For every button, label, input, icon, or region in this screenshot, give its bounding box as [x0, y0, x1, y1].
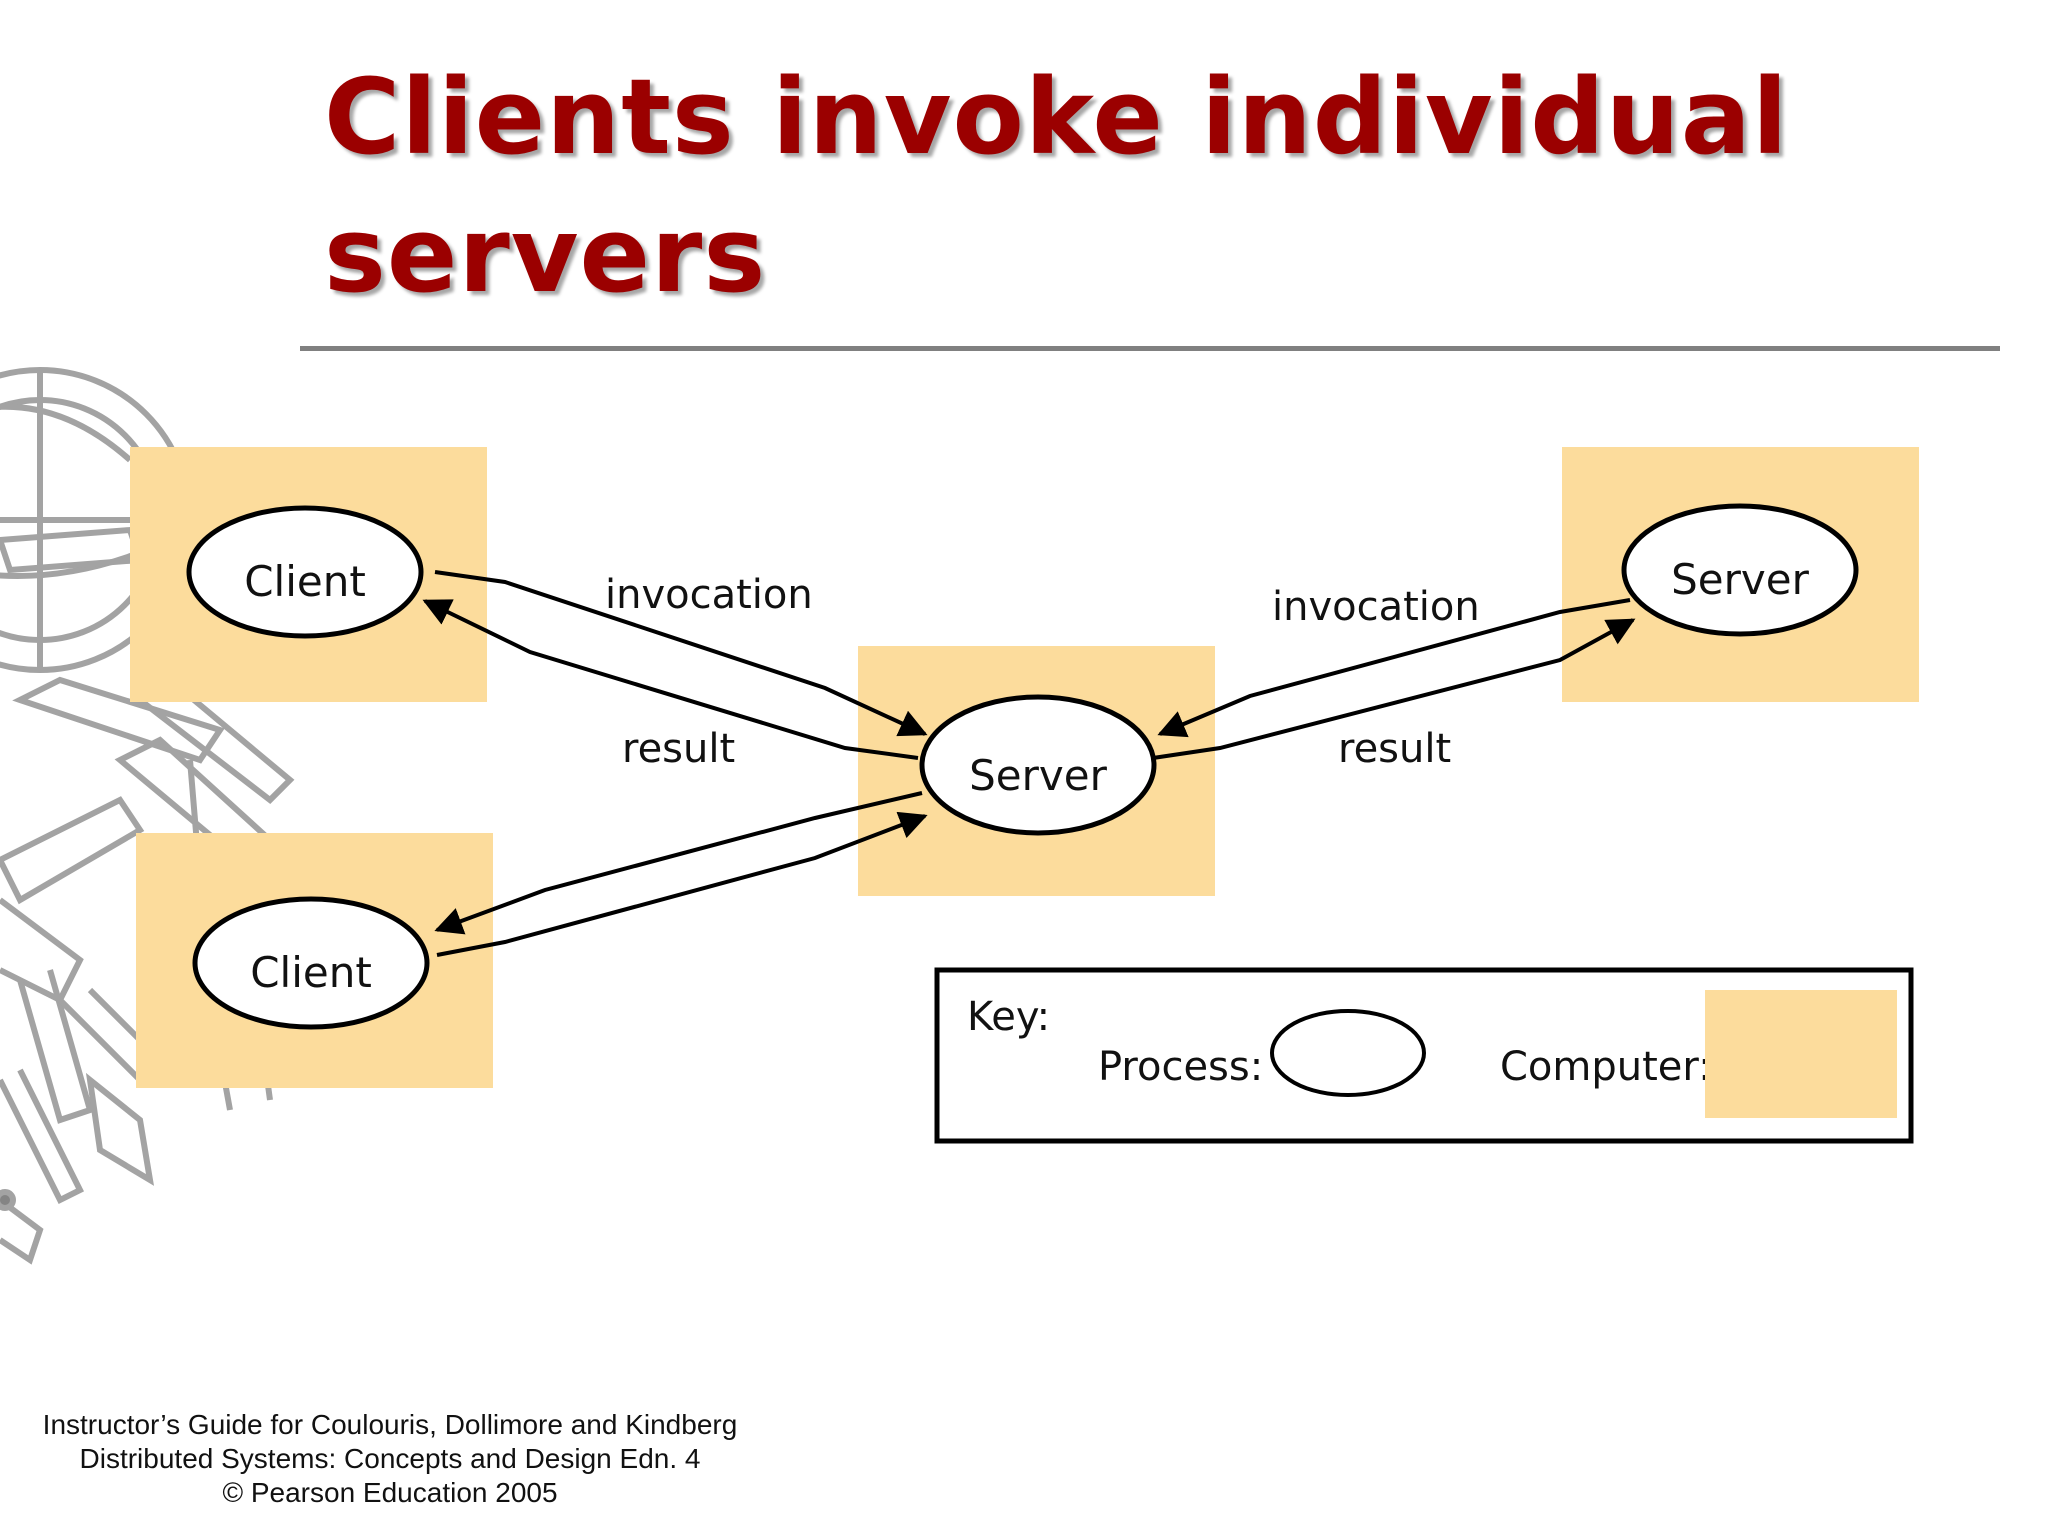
process-client2 — [192, 896, 430, 1030]
key-computer-label: Computer: — [1500, 1044, 1712, 1090]
footer-line-2: Distributed Systems: Concepts and Design… — [79, 1443, 701, 1474]
arrow-client2-invocation — [436, 811, 928, 957]
label-left-result: result — [622, 726, 735, 772]
arrow-right-result — [1157, 598, 1631, 738]
key-legend: Key: Process: Computer: — [934, 967, 1914, 1144]
label-right-result: result — [1338, 726, 1451, 772]
key-title: Key: — [967, 994, 1050, 1040]
label-left-invocation: invocation — [605, 572, 813, 618]
label-client1: Client — [244, 557, 366, 606]
arrow-client2-result — [434, 791, 923, 935]
process-client1 — [186, 505, 424, 639]
label-server-center: Server — [969, 751, 1107, 800]
process-server-right — [1621, 503, 1859, 637]
key-computer-swatch — [1705, 990, 1897, 1118]
key-process-label: Process: — [1098, 1044, 1263, 1090]
arrow-right-invocation — [1152, 618, 1636, 760]
slide-title: Clients invoke individual servers — [324, 56, 1789, 316]
label-server-right: Server — [1671, 555, 1809, 604]
key-process-ellipse — [1270, 1009, 1426, 1097]
arrow-client1-result — [422, 599, 919, 760]
label-client2: Client — [250, 948, 372, 997]
footer-line-3: © Pearson Education 2005 — [222, 1477, 558, 1508]
process-server-center — [919, 694, 1157, 836]
footer: Instructor’s Guide for Coulouris, Dollim… — [20, 1408, 760, 1510]
footer-line-1: Instructor’s Guide for Coulouris, Dollim… — [42, 1409, 738, 1440]
label-right-invocation: invocation — [1272, 584, 1480, 630]
arrow-client1-invocation — [434, 570, 928, 737]
title-rule — [300, 346, 2000, 351]
